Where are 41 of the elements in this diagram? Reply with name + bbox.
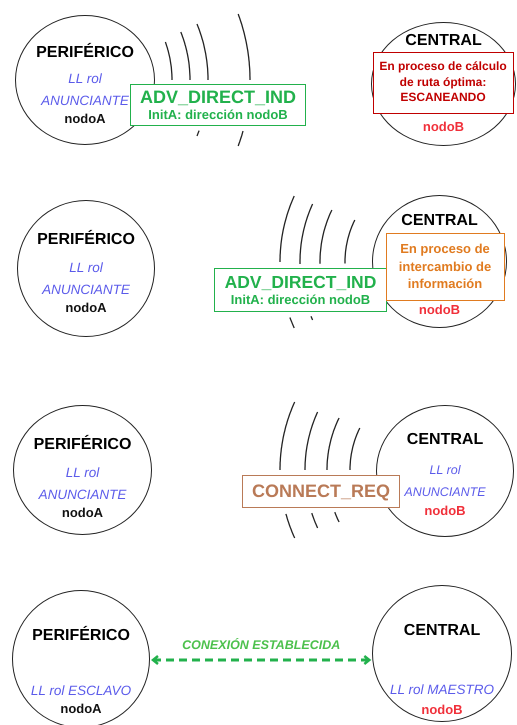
device-heading: CENTRAL — [401, 212, 478, 230]
role-text: LL rol ANUNCIANTE — [41, 70, 129, 110]
node-name: nodoA — [65, 300, 107, 315]
message-name: En proceso de intercambio de información — [398, 240, 492, 293]
message-box — [214, 268, 387, 312]
node-name: nodoB — [422, 119, 464, 134]
connection-arrow — [152, 654, 371, 666]
message-name: ADV_DIRECT_IND — [224, 272, 376, 293]
node-name: nodoB — [421, 702, 463, 717]
node-name: nodoB — [418, 302, 460, 317]
node-name: nodoA — [64, 111, 106, 126]
device-heading: CENTRAL — [404, 622, 480, 640]
role-text: LL rol ANUNCIANTE — [38, 464, 126, 504]
role-text: LL rol ANUNCIANTE — [42, 259, 130, 299]
device-circle — [371, 22, 516, 146]
device-heading: PERIFÉRICO — [37, 231, 135, 249]
message-box — [242, 475, 400, 508]
device-circle — [17, 200, 155, 337]
device-heading: PERIFÉRICO — [32, 627, 130, 645]
device-heading: PERIFÉRICO — [34, 436, 132, 454]
role-text: LL rol ESCLAVO — [30, 683, 132, 698]
message-name: En proceso de cálculo de ruta óptima: ESCANEANDO — [378, 59, 508, 106]
device-heading: PERIFÉRICO — [36, 44, 134, 62]
message-detail: InitA: dirección nodoB — [230, 292, 370, 308]
message-detail: InitA: dirección nodoB — [148, 108, 288, 123]
device-heading: CENTRAL — [406, 431, 484, 449]
role-text: LL rol MAESTRO — [390, 682, 494, 697]
message-box — [372, 52, 514, 114]
message-box — [130, 84, 306, 126]
message-box — [386, 232, 504, 300]
message-name: ADV_DIRECT_IND — [140, 87, 296, 108]
node-name: nodoA — [60, 701, 102, 716]
role-text: LL rol ANUNCIANTE — [404, 462, 486, 501]
device-circle — [13, 405, 152, 535]
device-circle — [372, 585, 512, 722]
node-name: nodoA — [62, 505, 104, 520]
node-name: nodoB — [424, 503, 466, 518]
device-heading: CENTRAL — [405, 32, 482, 50]
message-name: CONNECT_REQ — [252, 481, 390, 502]
device-circle — [12, 590, 150, 725]
edge-label: CONEXIÓN ESTABLECIDA — [180, 638, 342, 652]
